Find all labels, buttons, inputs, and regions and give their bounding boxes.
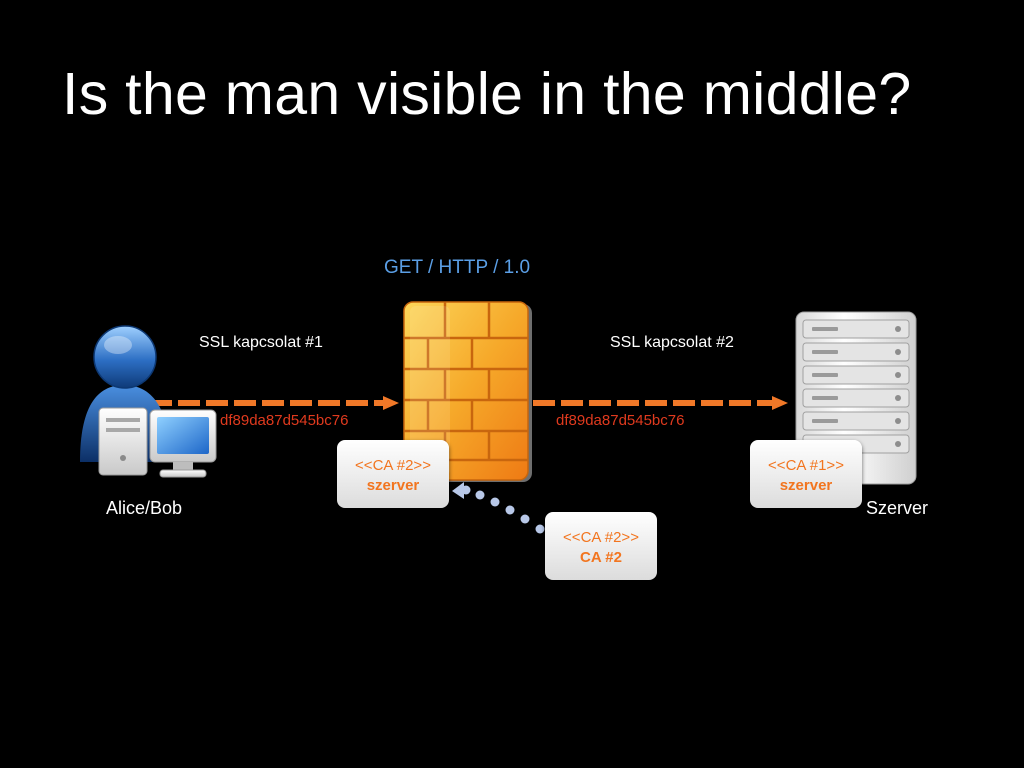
ssl-link-2-arrow (533, 396, 788, 410)
client-label: Alice/Bob (106, 498, 183, 518)
ssl-link-2-fingerprint: df89da87d545bc76 (556, 412, 685, 429)
request-label: GET / HTTP / 1.0 (384, 257, 531, 278)
firewall-icon (403, 301, 532, 482)
certificate-firewall: <<CA #2>> szerver (337, 440, 449, 508)
certificate-ca-subject: CA #2 (580, 549, 622, 566)
server-label: Szerver (866, 498, 929, 518)
certificate-ca-issuer: <<CA #2>> (563, 529, 639, 546)
certificate-server: <<CA #1>> szerver (750, 440, 862, 508)
certificate-dotted-arrow (452, 482, 545, 534)
ssl-link-1-arrow (150, 396, 399, 410)
ssl-link-2-label: SSL kapcsolat #2 (610, 334, 734, 351)
certificate-firewall-subject: szerver (366, 477, 420, 494)
certificate-ca: <<CA #2>> CA #2 (545, 512, 657, 580)
ssl-link-1-label: SSL kapcsolat #1 (199, 334, 323, 351)
certificate-server-issuer: <<CA #1>> (768, 457, 844, 474)
certificate-server-subject: szerver (779, 477, 833, 494)
slide-title: Is the man visible in the middle? (62, 61, 912, 127)
ssl-link-1-fingerprint: df89da87d545bc76 (220, 412, 349, 429)
user-computer-icon (80, 325, 217, 478)
certificate-firewall-issuer: <<CA #2>> (355, 457, 431, 474)
